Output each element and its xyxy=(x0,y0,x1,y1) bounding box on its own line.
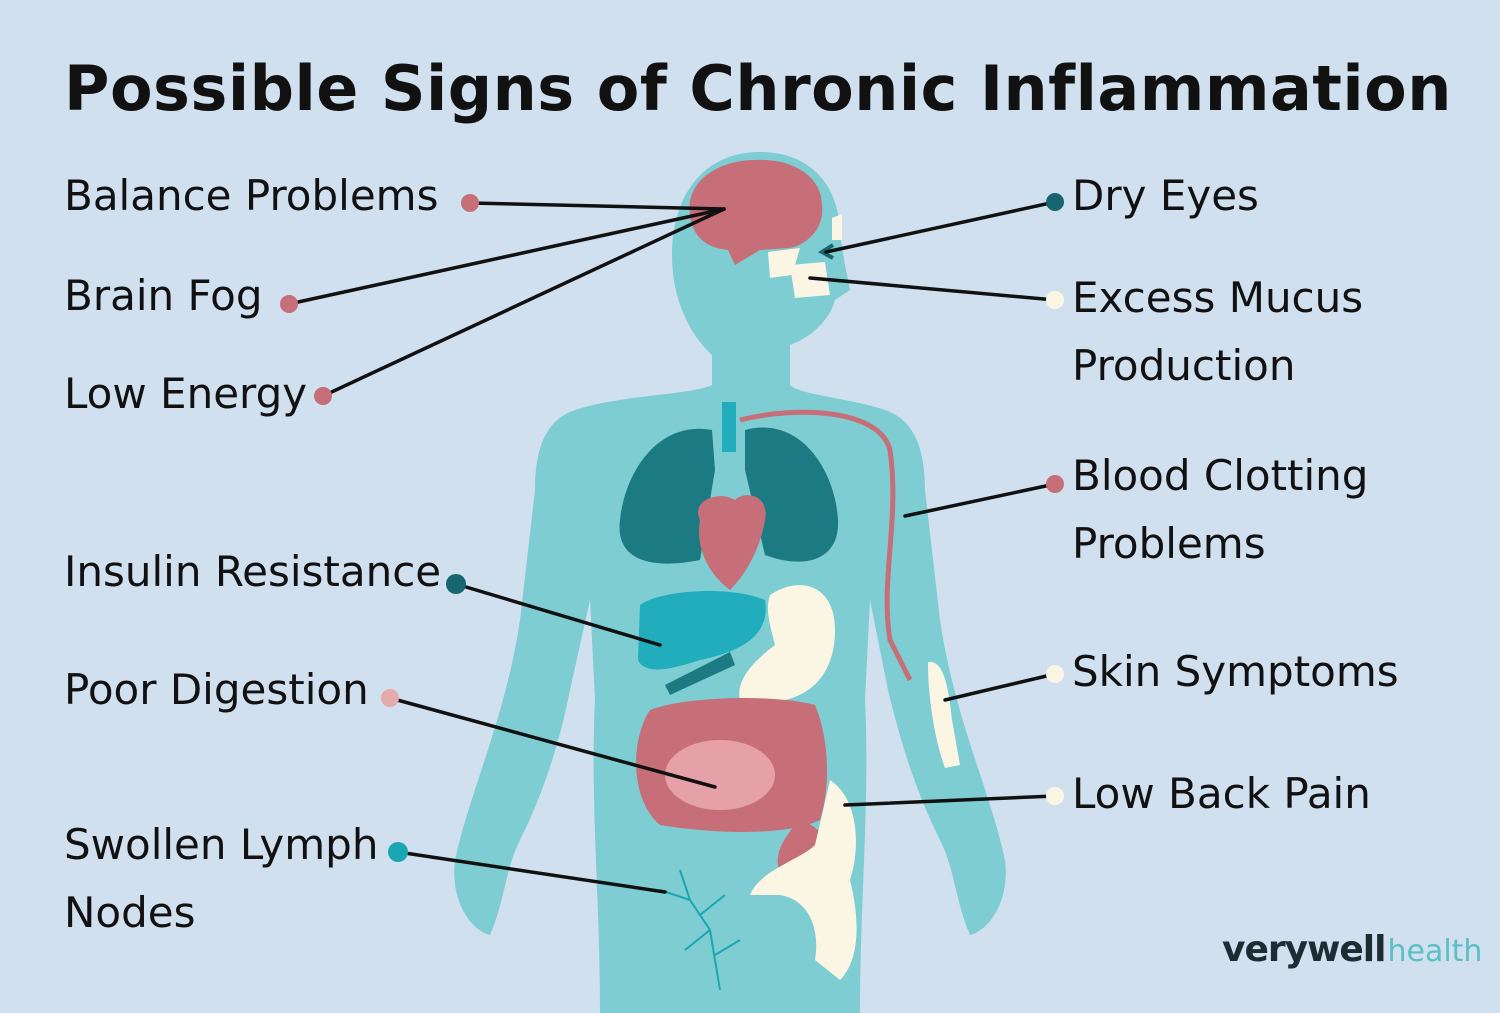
sinus-icon xyxy=(790,262,830,298)
leader-lines xyxy=(287,200,1057,894)
dot-brain-fog xyxy=(280,295,298,313)
page-title: Possible Signs of Chronic Inflammation xyxy=(64,52,1452,125)
label-low-back-pain: Low Back Pain xyxy=(1072,769,1371,818)
brain-icon xyxy=(689,159,823,265)
label-excess-mucus-production: Excess Mucus Production xyxy=(1072,273,1364,390)
label-brain-fog: Brain Fog xyxy=(64,271,263,320)
dot-blood-clotting xyxy=(1046,475,1064,493)
lymph-nodes-icon xyxy=(659,869,741,991)
dot-excess-mucus xyxy=(1046,291,1064,309)
label-blood-clotting-problems: Blood Clotting Problems xyxy=(1072,451,1369,568)
dot-balance-problems xyxy=(461,194,479,212)
label-poor-digestion: Poor Digestion xyxy=(64,665,369,714)
liver-icon xyxy=(638,590,766,670)
blood-vessel-icon xyxy=(739,409,913,682)
dot-dry-eyes xyxy=(1046,193,1064,211)
logo-suffix: health xyxy=(1387,934,1483,969)
skin-patch-icon xyxy=(928,661,960,768)
dot-poor-digestion xyxy=(381,689,399,707)
label-insulin-resistance: Insulin Resistance xyxy=(64,547,442,596)
heart-icon xyxy=(698,495,766,590)
dot-low-back-pain xyxy=(1046,787,1064,805)
label-low-energy: Low Energy xyxy=(64,369,308,418)
dot-low-energy xyxy=(314,387,332,405)
pelvis-icon xyxy=(750,780,857,980)
label-dry-eyes: Dry Eyes xyxy=(1072,171,1259,220)
label-balance-problems: Balance Problems xyxy=(64,171,439,220)
label-swollen-lymph-nodes: Swollen Lymph Nodes xyxy=(64,820,379,937)
dot-swollen-lymph xyxy=(388,842,408,862)
dot-insulin-resistance xyxy=(446,574,466,594)
brand-logo: verywellhealth xyxy=(1222,932,1482,968)
eye-icon xyxy=(818,243,835,260)
dot-skin-symptoms xyxy=(1046,665,1064,683)
label-dots xyxy=(280,193,1064,862)
label-skin-symptoms: Skin Symptoms xyxy=(1072,647,1399,696)
logo-brand: verywell xyxy=(1222,929,1386,970)
stomach-icon xyxy=(739,585,835,703)
lungs-icon xyxy=(619,428,715,564)
